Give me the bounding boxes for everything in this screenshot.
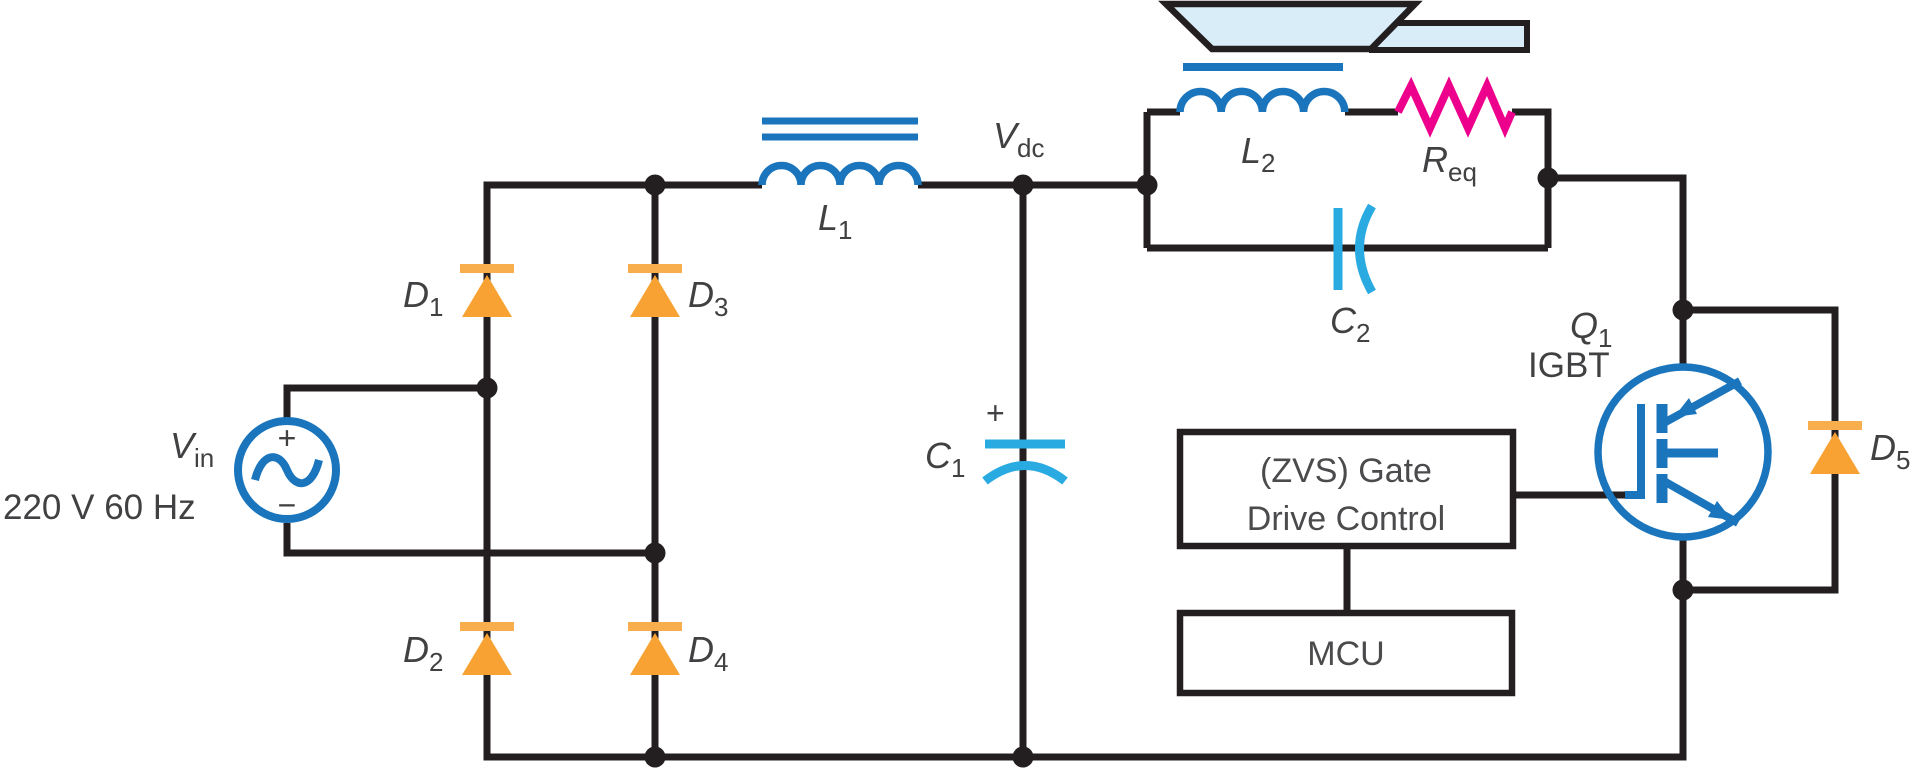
igbt-q1-icon <box>1594 363 1772 541</box>
label-l1: L1 <box>818 197 853 245</box>
label-vdc: Vdc <box>993 115 1044 163</box>
diode-d4-icon <box>628 622 682 675</box>
label-vin: Vin <box>170 425 214 473</box>
capacitor-c2-icon <box>1333 203 1376 295</box>
label-d5: D5 <box>1870 427 1910 475</box>
gate-drive-label-line2: Drive Control <box>1247 500 1445 538</box>
label-vin-value: 220 V 60 Hz <box>3 488 196 527</box>
label-d4: D4 <box>688 629 728 677</box>
gate-drive-control-box: (ZVS) Gate Drive Control <box>1176 428 1517 550</box>
mcu-box: MCU <box>1176 609 1516 697</box>
junction-dots <box>476 167 1694 768</box>
label-q1: Q1 <box>1570 305 1612 353</box>
pan-icon <box>1158 0 1530 53</box>
label-c1: C1 <box>925 435 965 483</box>
diode-d5-icon <box>1808 421 1862 474</box>
ac-source-icon: + − <box>234 417 340 523</box>
resistor-req-icon <box>1394 76 1516 139</box>
wire-main-loop <box>483 181 1687 761</box>
c1-plus-sign: + <box>986 395 1005 431</box>
mcu-label: MCU <box>1307 635 1384 673</box>
wire-collector-link <box>1548 174 1687 368</box>
label-d1: D1 <box>403 274 443 322</box>
label-igbt: IGBT <box>1528 346 1610 385</box>
diode-d3-icon <box>628 264 682 317</box>
inductor-l2-icon <box>1176 63 1349 113</box>
label-d2: D2 <box>403 629 443 677</box>
capacitor-c1-icon <box>982 439 1068 485</box>
wire-source-bottom <box>283 523 655 557</box>
source-plus-sign: + <box>278 420 297 456</box>
diode-d1-icon <box>460 264 514 317</box>
diode-d2-icon <box>460 622 514 675</box>
gate-drive-label-line1: (ZVS) Gate <box>1260 452 1432 490</box>
source-minus-sign: − <box>278 487 297 523</box>
wire-source-top <box>283 384 487 418</box>
label-l2: L2 <box>1241 130 1276 178</box>
label-c2: C2 <box>1330 300 1370 348</box>
label-d3: D3 <box>688 274 728 322</box>
wire-req-right <box>1512 108 1552 248</box>
label-req: Req <box>1422 139 1477 187</box>
inductor-l1-icon <box>758 117 922 186</box>
